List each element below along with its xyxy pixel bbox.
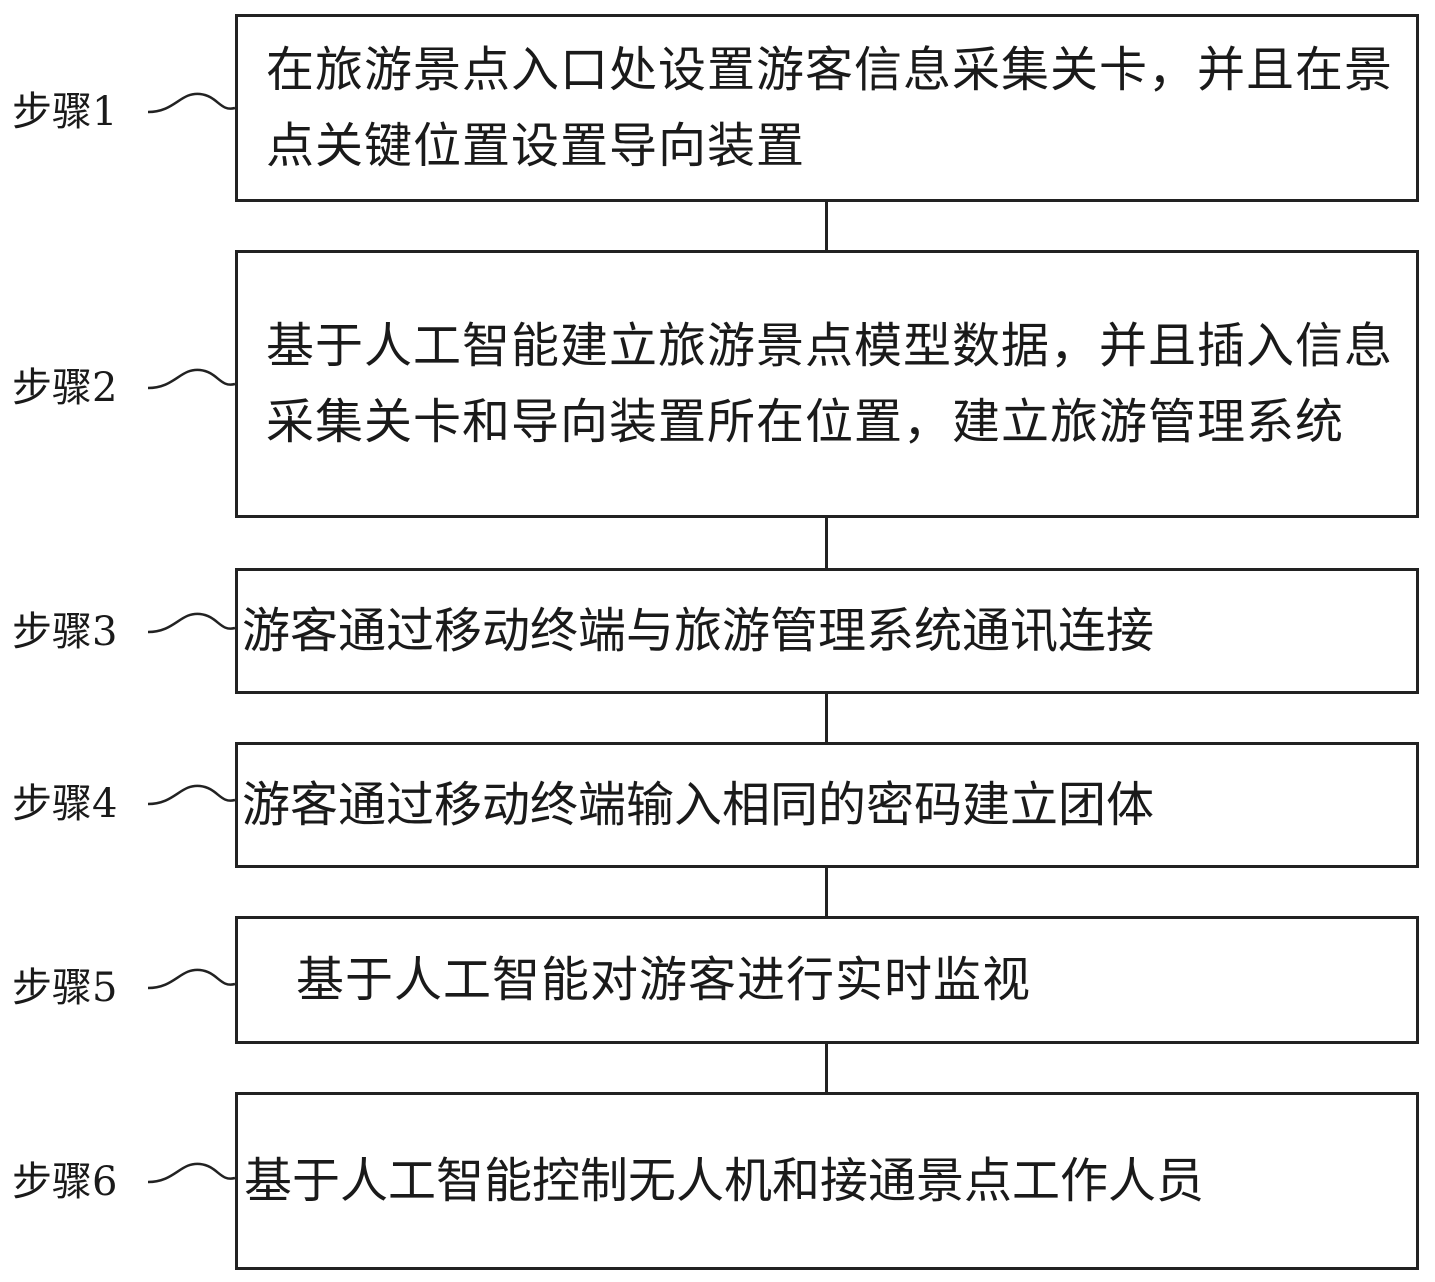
step-box-4: 游客通过移动终端输入相同的密码建立团体	[235, 742, 1419, 868]
step-box-2: 基于人工智能建立旅游景点模型数据，并且插入信息采集关卡和导向装置所在位置，建立旅…	[235, 250, 1419, 518]
leader-line-4	[147, 784, 236, 806]
step-label-5: 步骤5	[12, 965, 118, 1011]
leader-line-2	[147, 368, 236, 390]
connector-5-6	[825, 1044, 828, 1092]
connector-4-5	[825, 868, 828, 916]
step-text-4: 游客通过移动终端输入相同的密码建立团体	[242, 777, 1155, 833]
step-text-2: 基于人工智能建立旅游景点模型数据，并且插入信息采集关卡和导向装置所在位置，建立旅…	[266, 318, 1394, 450]
step-text-3: 游客通过移动终端与旅游管理系统通讯连接	[242, 603, 1155, 659]
connector-2-3	[825, 518, 828, 568]
step-text-6: 基于人工智能控制无人机和接通景点工作人员	[244, 1153, 1205, 1209]
step-text-5: 基于人工智能对游客进行实时监视	[296, 952, 1032, 1008]
step-label-2: 步骤2	[12, 365, 118, 411]
step-box-5: 基于人工智能对游客进行实时监视	[235, 916, 1419, 1044]
connector-3-4	[825, 694, 828, 742]
step-label-6: 步骤6	[12, 1159, 118, 1205]
step-box-1: 在旅游景点入口处设置游客信息采集关卡，并且在景点关键位置设置导向装置	[235, 14, 1419, 202]
step-text-1: 在旅游景点入口处设置游客信息采集关卡，并且在景点关键位置设置导向装置	[266, 42, 1394, 174]
step-box-3: 游客通过移动终端与旅游管理系统通讯连接	[235, 568, 1419, 694]
step-label-4: 步骤4	[12, 781, 118, 827]
step-label-1: 步骤1	[12, 89, 118, 135]
step-box-6: 基于人工智能控制无人机和接通景点工作人员	[235, 1092, 1419, 1270]
leader-line-1	[147, 92, 236, 114]
leader-line-5	[147, 968, 236, 990]
leader-line-6	[147, 1162, 236, 1184]
leader-line-3	[147, 612, 236, 634]
step-label-3: 步骤3	[12, 609, 118, 655]
connector-1-2	[825, 202, 828, 250]
